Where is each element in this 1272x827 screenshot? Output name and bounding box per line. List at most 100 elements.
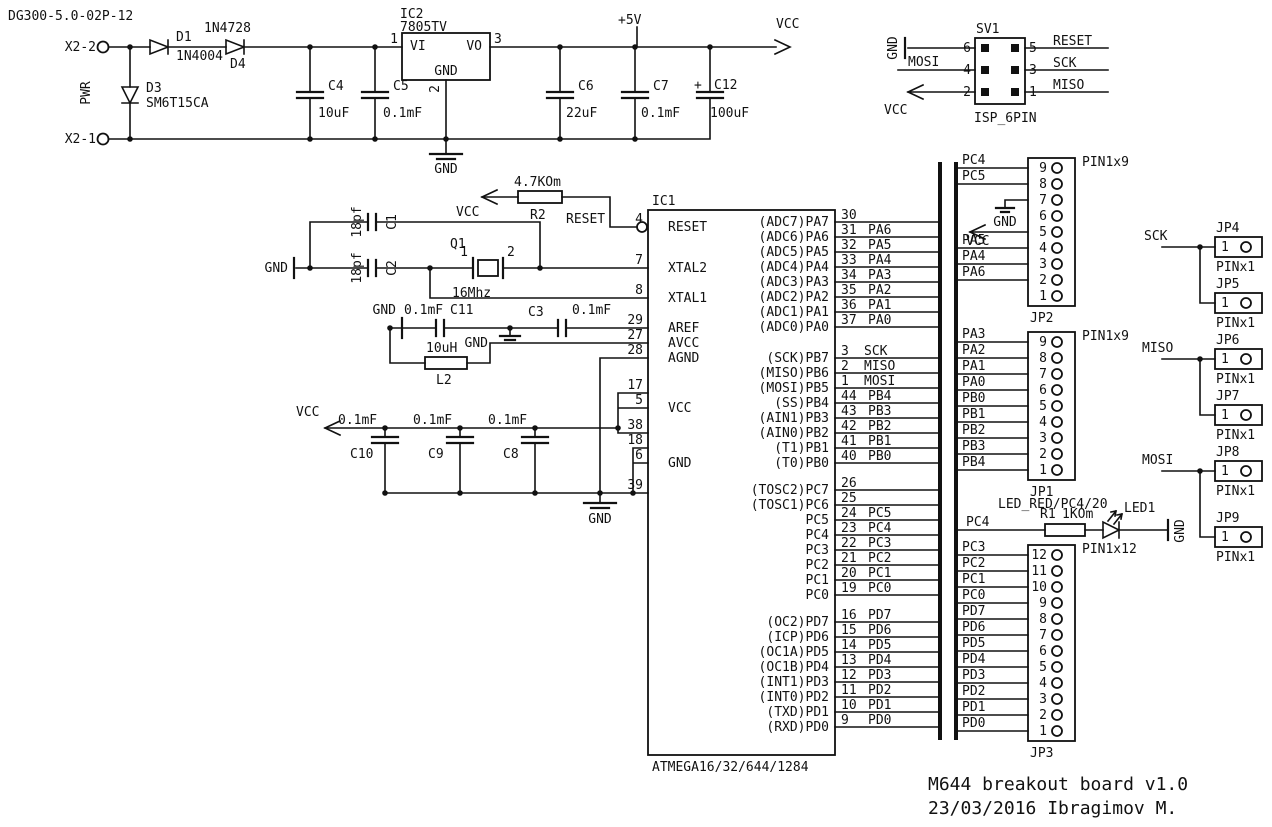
- header-pin: [1051, 549, 1063, 561]
- ref-des: JP4: [1216, 221, 1240, 236]
- header-pin: [1011, 88, 1019, 96]
- ref-des: C8: [503, 447, 519, 462]
- signal-bus: [938, 162, 958, 740]
- net-label: PC4: [868, 521, 892, 536]
- header-pin: [1051, 677, 1063, 689]
- pin-number: 40: [841, 449, 857, 464]
- ground-label: GND: [373, 303, 397, 318]
- header-pin: [1051, 597, 1063, 609]
- ground-label: GND: [1173, 519, 1188, 543]
- pin-number: 1: [1221, 464, 1229, 479]
- net-label: PD0: [962, 716, 985, 731]
- pin-number: 1: [841, 374, 849, 389]
- capacitor-plates: [295, 90, 725, 100]
- ref-des: C4: [328, 79, 344, 94]
- header-pin: [1051, 629, 1063, 641]
- decoupling-section: VCC 0.1mF 0.1mF 0.1mF C10 C9 C8 GND: [296, 392, 649, 527]
- net-label: PD1: [962, 700, 985, 715]
- pin-name: PC5: [806, 513, 829, 528]
- pin-number: 29: [627, 313, 643, 328]
- pin-number: 6: [635, 448, 643, 463]
- pin-number: 4: [635, 212, 643, 227]
- pin-number: 5: [1029, 41, 1037, 56]
- ref-des: C10: [350, 447, 373, 462]
- header-pin: [1240, 531, 1252, 543]
- net-label: PD6: [962, 620, 985, 635]
- pin-name: PC3: [806, 543, 829, 558]
- capacitor-plates: [370, 435, 550, 445]
- pin-number: 33: [841, 253, 857, 268]
- part-value: 100uF: [710, 106, 749, 121]
- pin-number: 27: [627, 328, 643, 343]
- pin-name: (MISO)PB6: [759, 366, 829, 381]
- pin-name: (MOSI)PB5: [759, 381, 829, 396]
- pin-number: 23: [841, 521, 857, 536]
- pin-number: 10: [841, 698, 857, 713]
- header-pin: [1051, 384, 1063, 396]
- pin-number: 8: [1039, 177, 1047, 192]
- part-value: SM6T15CA: [146, 96, 209, 111]
- wire: [955, 341, 1029, 471]
- pin-name: PC1: [806, 573, 829, 588]
- pin-number: 39: [627, 478, 643, 493]
- power-section: DG300-5.0-02P-12 X2-2 X2-1 PWR D1 1N4004…: [8, 7, 799, 177]
- analog-filter-section: GND 0.1mF C11 GND C3 0.1mF 10uH L2: [373, 303, 649, 494]
- pin-number: 17: [627, 378, 643, 393]
- header-pin: [1051, 613, 1063, 625]
- pin-number: 44: [841, 389, 857, 404]
- ref-des: JP7: [1216, 389, 1239, 404]
- inductor-body: [424, 356, 468, 370]
- pin-name: AGND: [668, 351, 699, 366]
- pin-number: 7: [1039, 367, 1047, 382]
- net-label: PA2: [962, 343, 985, 358]
- net-label: LED_RED/PC4/20: [998, 497, 1108, 512]
- net-label: VCC: [776, 17, 799, 32]
- pin-number: 1: [1221, 530, 1229, 545]
- net-label: PC5: [962, 169, 985, 184]
- connector-name: PWR: [79, 81, 94, 105]
- pin-number: 5: [635, 393, 643, 408]
- header-pin: [1240, 297, 1252, 309]
- tvs-d3-symbol: [120, 86, 140, 105]
- net-label: PB3: [868, 404, 891, 419]
- net-label: PC2: [962, 556, 985, 571]
- pin-number: 2: [841, 359, 849, 374]
- header-pin: [1051, 258, 1063, 270]
- wire: [295, 221, 649, 299]
- pin-number: 2: [507, 245, 515, 260]
- header-pin: [981, 66, 989, 74]
- pin-name: VO: [466, 39, 482, 54]
- header-body: [1027, 331, 1076, 481]
- part-value: 7805TV: [400, 20, 447, 35]
- part-value: PINx1: [1216, 260, 1255, 275]
- pin-number: 18: [627, 433, 643, 448]
- part-value: 1N4728: [204, 21, 251, 36]
- crystal-section: GND 18pf C1 18pf C2 Q1 16Mhz 1 2: [265, 206, 649, 301]
- header-pin: [1051, 210, 1063, 222]
- pin-number: 1: [1221, 296, 1229, 311]
- pin-number: 3: [1039, 431, 1047, 446]
- pin-number: 1: [1029, 85, 1037, 100]
- net-label: PD0: [868, 713, 891, 728]
- wire: [389, 327, 649, 494]
- ref-des: JP8: [1216, 445, 1239, 460]
- header-pin: [1051, 274, 1063, 286]
- net-label: MOSI: [1142, 453, 1173, 468]
- pin-number: 9: [1039, 596, 1047, 611]
- pin-number: 9: [1039, 161, 1047, 176]
- ref-des: JP1: [1030, 485, 1053, 500]
- net-label: PD4: [868, 653, 892, 668]
- net-label: PA4: [962, 249, 986, 264]
- ground-symbol: [994, 206, 1016, 214]
- ref-des: Q1: [450, 237, 466, 252]
- pin-number: 2: [1039, 447, 1047, 462]
- header-pin: [1051, 178, 1063, 190]
- part-value: PINx1: [1216, 428, 1255, 443]
- net-label: PC2: [868, 551, 891, 566]
- part-value: PINx1: [1216, 316, 1255, 331]
- part-value: ATMEGA16/32/644/1284: [652, 760, 809, 775]
- header-body: [1027, 157, 1076, 307]
- ref-des: JP9: [1216, 511, 1239, 526]
- pin-number: 11: [1031, 564, 1047, 579]
- ref-des: C2: [385, 260, 400, 276]
